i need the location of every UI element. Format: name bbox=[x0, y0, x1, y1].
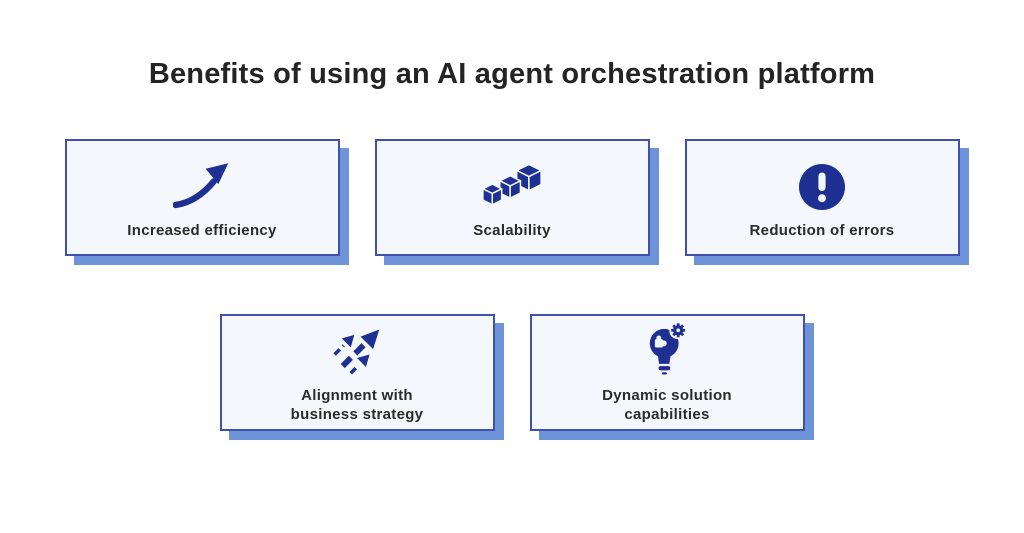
cards-row-1: Increased efficiency bbox=[0, 139, 1024, 256]
trend-up-arrow-icon bbox=[173, 156, 231, 210]
card-label: Increased efficiency bbox=[127, 221, 277, 239]
card-increased-efficiency: Increased efficiency bbox=[64, 139, 340, 256]
ascending-arrows-icon bbox=[332, 321, 382, 375]
card-reduction-of-errors: Reduction of errors bbox=[684, 139, 960, 256]
card-label: Reduction of errors bbox=[749, 221, 895, 239]
card-label: Alignment with business strategy bbox=[290, 387, 424, 423]
card-label: Scalability bbox=[473, 221, 551, 239]
card-label: Dynamic solution capabilities bbox=[602, 387, 732, 423]
exclamation-circle-icon bbox=[799, 156, 845, 210]
gear bbox=[671, 323, 686, 338]
cube-small bbox=[482, 182, 503, 206]
card-scalability: Scalability bbox=[374, 139, 650, 256]
cards-row-2: Alignment with business strategy bbox=[0, 314, 1024, 431]
card-dynamic-solution-capabilities: Dynamic solution capabilities bbox=[529, 314, 805, 431]
page-title: Benefits of using an AI agent orchestrat… bbox=[148, 58, 876, 90]
card-alignment-with-business-strategy: Alignment with business strategy bbox=[219, 314, 495, 431]
cube-medium bbox=[499, 174, 522, 199]
cubes-icon bbox=[481, 156, 543, 210]
lightbulb-gear-icon bbox=[645, 321, 689, 375]
